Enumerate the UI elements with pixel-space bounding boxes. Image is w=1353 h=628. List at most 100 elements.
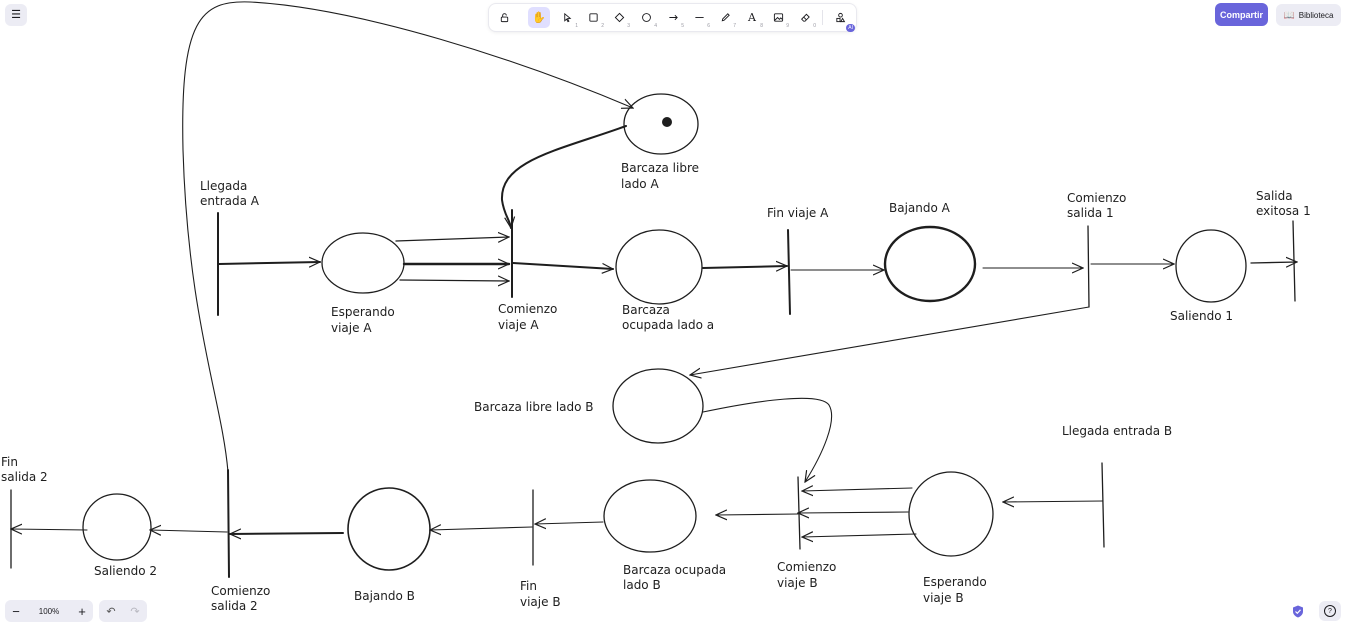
lock-tool-button[interactable] <box>493 7 515 28</box>
arc-ocupada-a-to-fin-viaje-a[interactable] <box>702 266 787 268</box>
transition-llegada-b[interactable] <box>1101 462 1105 548</box>
shortcut-key: 8 <box>760 23 763 29</box>
more-tools-button[interactable]: AI <box>829 7 855 32</box>
arc-esperando-a-to-comienzo-a-3[interactable] <box>399 280 509 281</box>
encryption-shield-button[interactable] <box>1287 601 1309 621</box>
share-button[interactable]: Compartir <box>1215 3 1268 26</box>
selection-tool-button[interactable]: 1 <box>556 7 578 29</box>
label-ocupada-a: Barcaza <box>622 303 670 317</box>
label-barcaza-libre-b: Barcaza libre lado B <box>474 400 594 414</box>
arc-saliendo2-to-fin-salida2[interactable] <box>11 529 88 530</box>
label-comienzo-b: viaje B <box>777 576 818 590</box>
arc-llegada-b-to-esperando-b[interactable] <box>1003 501 1104 502</box>
label-fin-viaje-b: Fin <box>520 579 537 593</box>
text-tool-button[interactable]: A 8 <box>741 7 763 29</box>
arc-llegada-a-to-esperando-a[interactable] <box>218 262 320 264</box>
shortcut-key: 0 <box>813 23 816 29</box>
label-saliendo-2: Saliendo 2 <box>94 564 157 578</box>
line-tool-button[interactable]: 6 <box>688 7 710 29</box>
hand-tool-button[interactable]: ✋ <box>528 7 550 28</box>
eraser-icon <box>800 13 810 22</box>
arc-esperando-b-to-comienzo-b-1[interactable] <box>802 488 913 491</box>
shapes-toolbar: ✋ 1 2 3 4 5 6 7 A 8 9 0 AI <box>489 4 856 32</box>
transition-fin-viaje-a[interactable] <box>787 229 791 315</box>
main-menu-button[interactable]: ☰ <box>5 4 27 26</box>
shapes-icon <box>835 12 845 23</box>
draw-tool-button[interactable]: 7 <box>714 7 736 29</box>
shield-check-icon <box>1293 605 1303 617</box>
arc-libre-a-to-comienzo-a[interactable] <box>500 125 627 228</box>
place-saliendo-2[interactable] <box>82 493 152 561</box>
zoom-in-button[interactable]: + <box>78 603 86 619</box>
arc-esperando-b-to-comienzo-b-3[interactable] <box>802 534 917 537</box>
library-button[interactable]: 📖 Biblioteca <box>1276 4 1341 26</box>
place-saliendo-1[interactable] <box>1175 229 1247 303</box>
place-esperando-b[interactable] <box>908 471 994 557</box>
image-icon <box>773 13 783 22</box>
diamond-icon <box>614 12 624 23</box>
shortcut-key: 5 <box>681 23 684 29</box>
ai-badge: AI <box>846 24 855 32</box>
transition-comienzo-salida-2[interactable] <box>227 469 230 578</box>
arc-fin-viaje-b-to-bajando-b[interactable] <box>430 527 533 530</box>
label-fin-salida-2: salida 2 <box>1 470 48 484</box>
zoom-level-reset-button[interactable]: 100% <box>38 606 60 616</box>
label-comienzo-salida-2: salida 2 <box>211 599 258 613</box>
diamond-tool-button[interactable]: 3 <box>608 7 630 29</box>
ellipse-tool-button[interactable]: 4 <box>635 7 657 29</box>
place-barcaza-ocupada-b[interactable] <box>603 479 697 553</box>
redo-icon[interactable]: ↷ <box>130 604 140 618</box>
shortcut-key: 6 <box>707 23 710 29</box>
zoom-out-button[interactable]: − <box>12 603 20 619</box>
hand-icon: ✋ <box>532 11 546 24</box>
arc-libre-b-to-comienzo-b[interactable] <box>702 397 833 482</box>
undo-icon[interactable]: ↶ <box>106 604 116 618</box>
toolbar-divider <box>822 10 823 25</box>
arc-comienzo-b-to-ocupada-b[interactable] <box>716 514 799 515</box>
help-button[interactable]: ? <box>1319 601 1341 621</box>
place-barcaza-libre-b[interactable] <box>612 368 704 444</box>
arc-esperando-a-to-comienzo-a-1[interactable] <box>395 237 509 241</box>
rectangle-tool-button[interactable]: 2 <box>582 7 604 29</box>
label-comienzo-salida-1: salida 1 <box>1067 206 1114 220</box>
arc-esperando-b-to-comienzo-b-2[interactable] <box>798 512 909 513</box>
label-salida-exitosa-1: Salida <box>1256 189 1293 203</box>
arc-comienzo-salida2-to-saliendo2[interactable] <box>150 530 228 532</box>
arrow-icon <box>668 14 678 21</box>
eraser-tool-button[interactable]: 0 <box>794 7 816 29</box>
arc-comienzo-salida2-to-libre-a[interactable] <box>182 1 633 473</box>
label-esperando-a: Esperando <box>331 305 395 319</box>
token <box>662 117 672 127</box>
book-icon: 📖 <box>1283 9 1295 20</box>
arc-ocupada-b-to-fin-viaje-b[interactable] <box>535 522 604 524</box>
place-bajando-b[interactable] <box>347 487 431 571</box>
label-fin-viaje-a: Fin viaje A <box>767 206 829 220</box>
label-comienzo-b: Comienzo <box>777 560 836 574</box>
text-icon: A <box>748 11 756 24</box>
place-barcaza-libre-a[interactable] <box>623 93 699 155</box>
shortcut-key: 7 <box>733 23 736 29</box>
image-tool-button[interactable]: 9 <box>767 7 789 29</box>
transition-salida-exitosa-1[interactable] <box>1292 220 1296 302</box>
arc-comienzo-a-to-ocupada-a[interactable] <box>512 262 613 269</box>
arrow-tool-button[interactable]: 5 <box>662 7 684 29</box>
pencil-icon <box>721 13 730 22</box>
arc-comienzo-salida1-to-libre-b[interactable] <box>690 306 1090 375</box>
arc-bajando-b-to-comienzo-salida2[interactable] <box>230 533 344 534</box>
zoom-controls: − 100% + <box>5 600 93 622</box>
transition-comienzo-salida-1[interactable] <box>1087 225 1090 308</box>
place-barcaza-ocupada-a[interactable] <box>615 229 703 305</box>
label-salida-exitosa-1: exitosa 1 <box>1256 204 1311 218</box>
label-llegada-a: Llegada <box>200 179 247 193</box>
label-llegada-a: entrada A <box>200 194 260 208</box>
shortcut-key: 9 <box>786 23 789 29</box>
label-llegada-b: Llegada entrada B <box>1062 424 1172 438</box>
label-comienzo-salida-2: Comienzo <box>211 584 270 598</box>
place-bajando-a[interactable] <box>883 225 977 303</box>
arc-saliendo1-to-salida-exitosa1[interactable] <box>1250 262 1297 263</box>
place-esperando-a[interactable] <box>321 232 405 294</box>
label-bajando-b: Bajando B <box>354 589 415 603</box>
label-esperando-b: Esperando <box>923 575 987 589</box>
label-ocupada-b: lado B <box>623 578 661 592</box>
